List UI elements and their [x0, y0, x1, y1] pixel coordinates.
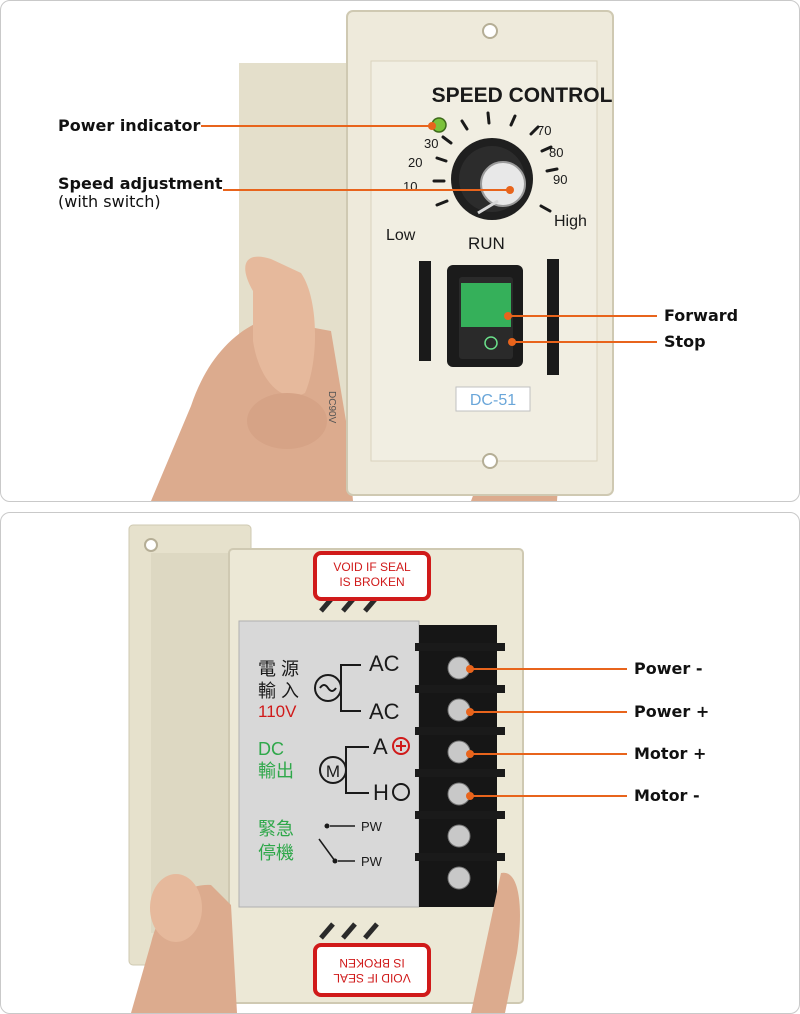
front-photo-drawing: SPEED CONTROL 30 20 10 70 80 90 Low High…: [151, 10, 614, 501]
model-label: DC-51: [470, 392, 516, 409]
thumb: [245, 256, 316, 397]
leader-motor-plus: [471, 753, 627, 755]
side-voltage-label: DC90V: [326, 391, 337, 424]
callout-stop: Stop: [664, 332, 706, 351]
mount-hole-top: [482, 23, 498, 39]
leader-speed-adjustment: [223, 189, 511, 191]
seal-top-line2: IS BROKEN: [339, 575, 404, 589]
callout-power-minus: Power -: [634, 659, 703, 678]
stop-symbol-icon: [484, 336, 498, 350]
leader-dot-speed-adjustment: [506, 186, 514, 194]
body-side: [151, 553, 241, 933]
label-emergency-line2: 停機: [258, 843, 294, 863]
dial-number-30: 30: [424, 136, 438, 151]
run-label: RUN: [468, 234, 505, 253]
motor-symbol: M: [326, 762, 340, 781]
leader-motor-minus: [471, 795, 627, 797]
speed-control-front-photo: SPEED CONTROL 30 20 10 70 80 90 Low High…: [0, 0, 800, 502]
dial-number-90: 90: [553, 172, 567, 187]
callout-motor-minus: Motor -: [634, 786, 700, 805]
leader-forward: [509, 315, 657, 317]
callout-power-indicator: Power indicator: [58, 116, 201, 135]
speed-knob-cap: [480, 161, 526, 207]
plus-icon-cross: [396, 741, 406, 751]
vent-slots-bottom: [319, 922, 379, 940]
seal-bottom-line1: VOID IF SEAL: [333, 971, 411, 985]
rocker-switch-forward-side: [461, 283, 511, 327]
dial-number-20: 20: [408, 155, 422, 170]
wiring-diagram-label: [238, 620, 420, 908]
leader-dot-power-plus: [466, 708, 474, 716]
terminal-label-ac2: AC: [369, 699, 400, 724]
dial-scale: [432, 111, 559, 213]
terminal-label-a: A: [373, 734, 388, 759]
label-power-cn-line2: 輸 入: [258, 681, 299, 701]
thumb-bottom: [150, 874, 202, 942]
ac-wave-icon: [319, 684, 337, 692]
callout-speed-adjustment-line1: Speed adjustment: [58, 174, 223, 193]
warranty-seal-top: [313, 551, 431, 601]
leader-dot-forward: [504, 312, 512, 320]
terminal-block-fins: [415, 643, 505, 861]
label-voltage: 110V: [258, 702, 297, 721]
wiring-photo-drawing: VOID IF SEAL IS BROKEN VOID IF SEAL IS B…: [128, 524, 524, 1013]
leader-power-indicator: [201, 125, 431, 127]
seal-bottom-line2: IS BROKEN: [339, 956, 404, 970]
switch-guide-left: [419, 261, 431, 361]
mount-hole: [144, 538, 158, 552]
callout-motor-plus: Motor +: [634, 744, 707, 763]
callout-forward: Forward: [664, 306, 739, 325]
label-emergency-line1: 緊急: [258, 819, 294, 839]
warranty-seal-bottom: [313, 943, 431, 997]
holding-hand-bottom: [131, 884, 237, 1013]
pw-contact-bottom: [332, 858, 338, 864]
leader-dot-motor-minus: [466, 792, 474, 800]
callout-speed-adjustment: Speed adjustment (with switch): [58, 175, 223, 211]
low-label: Low: [386, 227, 416, 244]
label-power-cn-line1: 電 源: [258, 659, 299, 679]
leader-stop: [513, 341, 657, 343]
terminal-label-ac1: AC: [369, 651, 400, 676]
plus-icon: [392, 737, 410, 755]
dial-number-80: 80: [549, 145, 563, 160]
leader-dot-stop: [508, 338, 516, 346]
seal-bottom-text: VOID IF SEAL IS BROKEN: [333, 956, 411, 985]
terminal-screw-6[interactable]: [447, 866, 471, 890]
leader-dot-power-indicator: [428, 122, 436, 130]
terminal-screw-5[interactable]: [447, 824, 471, 848]
speed-control-title: SPEED CONTROL: [432, 84, 613, 107]
switch-guide-right: [547, 259, 559, 375]
terminal-label-pw2: PW: [361, 854, 383, 869]
motor-icon: [319, 756, 347, 784]
leader-power-plus: [471, 711, 627, 713]
label-dc-line2: 輸出: [258, 761, 294, 781]
dial-number-70: 70: [537, 123, 551, 138]
mount-hole-bottom: [482, 453, 498, 469]
callout-speed-adjustment-line2: (with switch): [58, 192, 161, 211]
terminal-label-h: H: [373, 780, 389, 805]
seal-top-line1: VOID IF SEAL: [333, 560, 411, 574]
switch-lever-icon: [318, 838, 336, 862]
ac-source-icon: [314, 674, 342, 702]
leader-dot-power-minus: [466, 665, 474, 673]
high-label: High: [554, 213, 587, 230]
speed-control-wiring-photo: VOID IF SEAL IS BROKEN VOID IF SEAL IS B…: [0, 512, 800, 1014]
callout-power-plus: Power +: [634, 702, 710, 721]
terminal-label-pw1: PW: [361, 819, 383, 834]
label-dc-line1: DC: [258, 739, 284, 759]
finger: [247, 393, 327, 449]
leader-dot-motor-plus: [466, 750, 474, 758]
model-label-plate: [455, 386, 531, 412]
dial-number-10: 10: [403, 179, 417, 194]
knob-pointer: [477, 199, 499, 215]
pw-contact-top: [324, 823, 330, 829]
finger-bottom-right: [471, 872, 520, 1013]
leader-power-minus: [471, 668, 627, 670]
minus-icon: [392, 783, 410, 801]
